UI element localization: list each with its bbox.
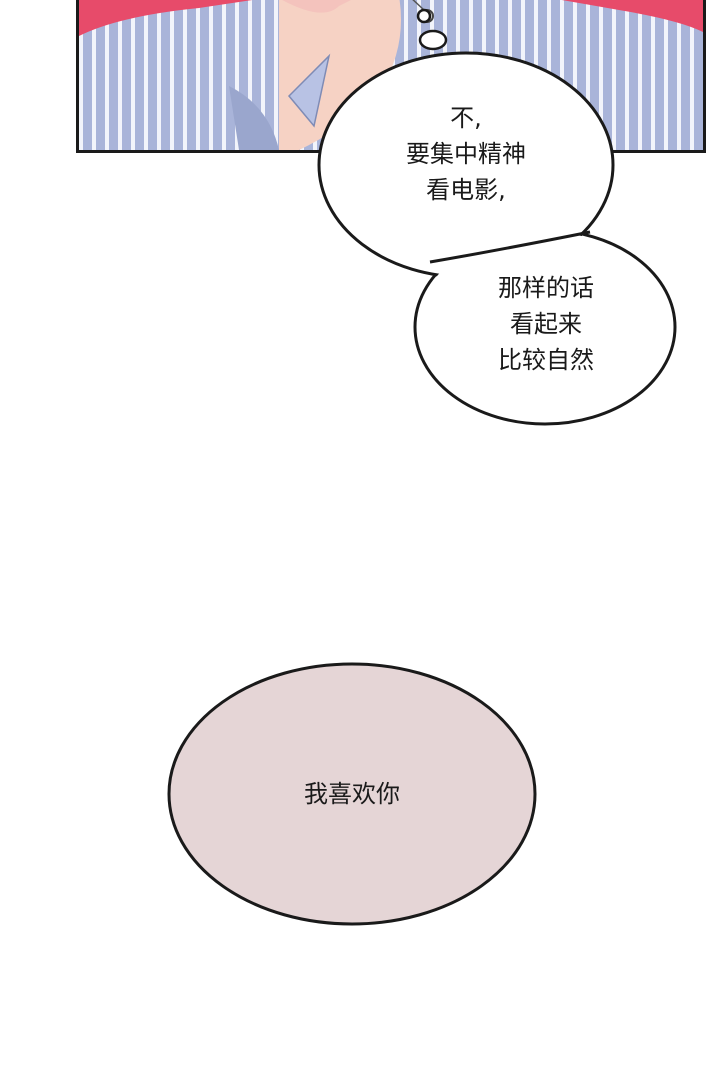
- thought-dot-small: [416, 8, 432, 24]
- thought-dot-large: [418, 29, 448, 51]
- speech-bubble-2-text: 那样的话 看起来 比较自然: [498, 274, 594, 374]
- speech-bubble-1-text: 不, 要集中精神 看电影,: [406, 104, 526, 204]
- whisper-bubble-shape: [167, 662, 537, 926]
- whisper-bubble-text: 我喜欢你: [304, 780, 400, 808]
